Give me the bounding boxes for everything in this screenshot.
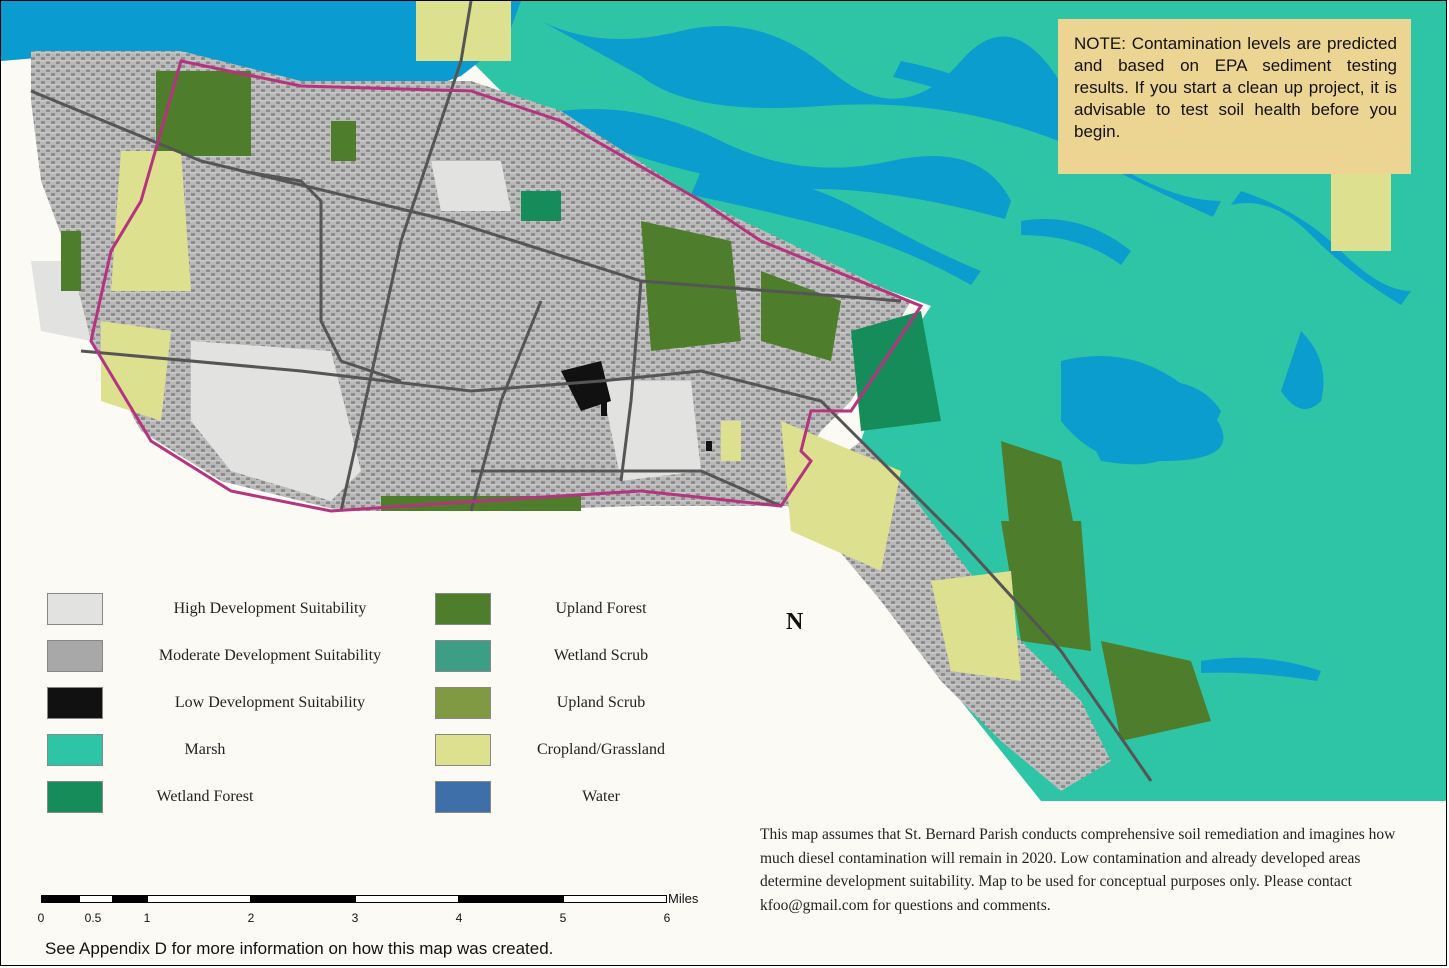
scale-tick: 3: [351, 911, 359, 925]
legend-label: Cropland/Grassland: [537, 741, 665, 758]
legend-swatch: [435, 640, 491, 672]
scale-bar: Miles 0 0.5 1 2 3 4 5 6: [37, 889, 721, 935]
scale-segment: [355, 895, 459, 903]
contamination-note: NOTE: Contamination levels are predicted…: [1058, 19, 1411, 174]
legend-label: Wetland Scrub: [553, 647, 649, 664]
scale-tick: 2: [247, 911, 255, 925]
low-suitability-patches: [561, 361, 712, 451]
scale-tick: 5: [559, 911, 567, 925]
scale-tick: 0.5: [84, 911, 102, 925]
north-arrow: N: [786, 609, 804, 635]
legend-swatch: [47, 781, 103, 813]
legend-swatch: [47, 687, 103, 719]
scale-segment: [113, 895, 147, 903]
legend-item-wetland-scrub: Wetland Scrub: [435, 640, 705, 674]
water-channels: [541, 21, 1411, 681]
map-description: This map assumes that St. Bernard Parish…: [760, 826, 1396, 914]
legend-swatch: [435, 687, 491, 719]
legend-swatch: [435, 734, 491, 766]
legend-label: Moderate Development Suitability: [158, 647, 382, 664]
legend-item-wetland-forest: Wetland Forest: [47, 781, 427, 815]
scale-unit: Miles: [668, 891, 699, 906]
scale-segment: [459, 895, 563, 903]
legend-item-moderate-development: Moderate Development Suitability: [47, 640, 427, 674]
scale-tick: 6: [663, 911, 671, 925]
legend-label: Upland Forest: [555, 600, 647, 617]
legend-swatch: [47, 734, 103, 766]
legend-label: High Development Suitability: [173, 600, 367, 617]
legend-swatch: [47, 640, 103, 672]
scale-segment: [251, 895, 355, 903]
legend-label: Marsh: [184, 741, 226, 758]
legend-item-low-development: Low Development Suitability: [47, 687, 427, 721]
river-shoreline: [1, 481, 1041, 831]
scale-tick: 4: [455, 911, 463, 925]
legend-item-upland-scrub: Upland Scrub: [435, 687, 705, 721]
high-suitability-patches: [31, 161, 701, 501]
development-boundary: [89, 59, 924, 513]
water-lake: [1, 1, 521, 91]
cropland-patches: [101, 151, 1021, 681]
legend-label: Low Development Suitability: [174, 694, 366, 711]
legend-swatch: [435, 781, 491, 813]
legend-swatch: [435, 593, 491, 625]
legend-item-cropland-grassland: Cropland/Grassland: [435, 734, 705, 768]
scale-tick: 1: [143, 911, 151, 925]
legend-item-water: Water: [435, 781, 705, 815]
scale-segment: [41, 895, 79, 903]
scale-segment: [563, 895, 667, 903]
legend-label: Wetland Forest: [156, 788, 254, 805]
scale-segment: [147, 895, 251, 903]
legend-label: Water: [582, 788, 620, 805]
legend-item-marsh: Marsh: [47, 734, 427, 768]
scale-tick: 0: [37, 911, 45, 925]
appendix-note: See Appendix D for more information on h…: [45, 939, 554, 958]
map-legend: High Development Suitability Moderate De…: [47, 593, 707, 833]
legend-item-high-development: High Development Suitability: [47, 593, 427, 627]
wetland-patches: [521, 191, 941, 431]
scale-segment: [79, 895, 113, 903]
legend-item-upland-forest: Upland Forest: [435, 593, 705, 627]
roads: [30, 1, 1153, 782]
legend-label: Upland Scrub: [556, 694, 646, 711]
legend-swatch: [47, 593, 103, 625]
